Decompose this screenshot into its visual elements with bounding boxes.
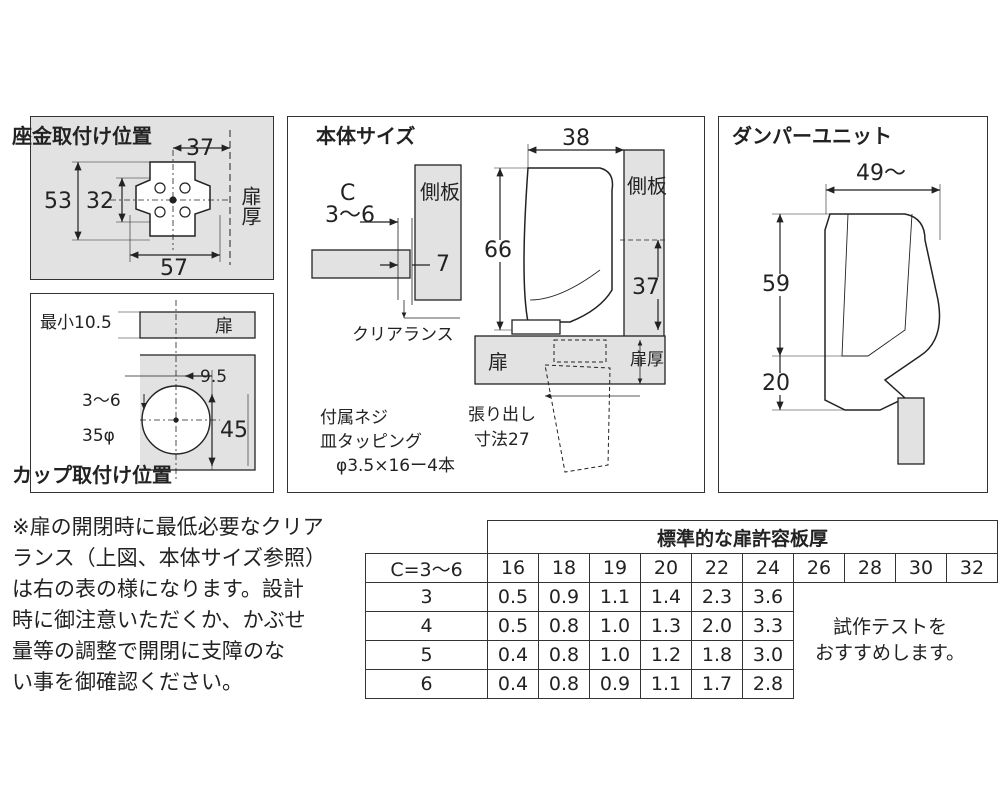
table-row: 3 0.5 0.9 1.1 1.4 2.3 3.6 — [365, 582, 998, 612]
damper-dim-49: 49～ — [856, 161, 906, 186]
row-c: 4 — [365, 611, 488, 641]
table-cell: 1.8 — [691, 640, 743, 670]
col-header: 16 — [487, 553, 539, 583]
body-dim-7: 7 — [436, 252, 450, 277]
body-dim-37: 37 — [632, 275, 660, 300]
body-label-tobiraatsu: 扉厚 — [630, 350, 664, 370]
table-cell: 3.0 — [742, 640, 794, 670]
table-cell: 1.1 — [589, 582, 641, 612]
table-cell: 0.9 — [538, 582, 590, 612]
note-line: は右の表の様になります。設計 — [12, 577, 304, 601]
trial-test-line: おすすめします。 — [814, 642, 966, 664]
col-header: 20 — [640, 553, 692, 583]
table-title-row: 標準的な扉許容板厚 — [366, 520, 998, 554]
cup-dim-9-5: 9.5 — [200, 367, 228, 387]
note-line: 量等の調整で開閉に支障のな — [12, 639, 285, 663]
cup-dim-3-6: 3～6 — [82, 391, 121, 411]
table-cell: 1.7 — [691, 669, 743, 699]
note-line: ランス（上図、本体サイズ参照） — [12, 546, 326, 570]
table-cell: 2.0 — [691, 611, 743, 641]
cup-label-tobira: 扉 — [215, 316, 233, 337]
clearance-note: ※扉の開閉時に最低必要なクリア ランス（上図、本体サイズ参照） は右の表の様にな… — [12, 512, 367, 698]
table-cell: 1.1 — [640, 669, 692, 699]
table-cell: 0.5 — [487, 611, 539, 641]
body-dim-66: 66 — [484, 238, 512, 263]
table-cell: 0.5 — [487, 582, 539, 612]
table-cell: 1.0 — [589, 611, 641, 641]
trial-test-line: 試作テストを — [832, 616, 947, 638]
zakin-dim-37: 37 — [186, 136, 214, 161]
cup-dim-45: 45 — [220, 418, 248, 443]
row-c: 6 — [365, 669, 488, 699]
table-cell: 1.0 — [589, 640, 641, 670]
body-label-tobira: 扉 — [488, 350, 508, 374]
note-line: 時に御注意いただくか、かぶせ — [12, 608, 306, 632]
table-cell: 3.6 — [742, 582, 794, 612]
hinge-body-shape — [523, 167, 614, 323]
table-cell: 1.2 — [640, 640, 692, 670]
door-thickness-table: 標準的な扉許容板厚 C=3～6 16 18 19 20 22 24 26 28 … — [365, 520, 998, 699]
body-protrude-2: 寸法27 — [474, 430, 530, 450]
table-cell: 0.8 — [538, 640, 590, 670]
col-header: 32 — [946, 553, 998, 583]
trial-test-note: 試作テストを おすすめします。 — [800, 614, 980, 666]
table-cell: 2.3 — [691, 582, 743, 612]
table-cell: 0.4 — [487, 669, 539, 699]
col-header: 30 — [895, 553, 947, 583]
cup-title: カップ取付け位置 — [12, 463, 172, 487]
damper-title: ダンパーユニット — [732, 124, 892, 148]
zakin-dim-53: 53 — [44, 189, 72, 214]
body-screw-3: φ3.5×16ー4本 — [336, 456, 455, 476]
body-title: 本体サイズ — [316, 124, 416, 148]
table-cell: 0.8 — [538, 611, 590, 641]
damper-dim-59: 59 — [762, 272, 790, 297]
table-cell: 0.4 — [487, 640, 539, 670]
body-dim-c: C — [340, 181, 356, 206]
body-label-sokuban: 側板 — [420, 180, 460, 204]
col-header: 28 — [844, 553, 896, 583]
row-c: 3 — [365, 582, 488, 612]
body-screw-2: 皿タッピング — [320, 432, 422, 452]
table-cell: 0.8 — [538, 669, 590, 699]
c-header: C=3～6 — [365, 553, 488, 583]
table-row: 6 0.4 0.8 0.9 1.1 1.7 2.8 — [365, 669, 998, 699]
zakin-dim-57: 57 — [160, 256, 188, 281]
zakin-label-tobiraatsu: 扉厚 — [238, 186, 262, 226]
table-cell: 0.9 — [589, 669, 641, 699]
note-line: い事を御確認ください。 — [12, 670, 243, 694]
zakin-title: 座金取付け位置 — [12, 124, 152, 148]
table-cell: 1.4 — [640, 582, 692, 612]
col-header: 26 — [793, 553, 845, 583]
table-title: 標準的な扉許容板厚 — [487, 520, 998, 554]
col-header: 24 — [742, 553, 794, 583]
zakin-dim-32: 32 — [86, 189, 114, 214]
table-cell: 3.3 — [742, 611, 794, 641]
col-header: 18 — [538, 553, 590, 583]
table-header-row: C=3～6 16 18 19 20 22 24 26 28 30 32 — [365, 553, 998, 583]
note-line: ※扉の開閉時に最低必要なクリア — [12, 515, 324, 539]
col-header: 19 — [589, 553, 641, 583]
damper-unit-shape — [824, 213, 941, 411]
table-row: 4 0.5 0.8 1.0 1.3 2.0 3.3 — [365, 611, 998, 641]
cup-dim-min: 最小10.5 — [40, 313, 112, 333]
table-cell: 1.3 — [640, 611, 692, 641]
col-header: 22 — [691, 553, 743, 583]
body-screw-1: 付属ネジ — [320, 408, 388, 428]
body-protrude-1: 張り出し — [468, 405, 536, 425]
damper-dim-20: 20 — [762, 371, 790, 396]
body-dim-38: 38 — [562, 126, 590, 151]
body-clearance: クリアランス — [352, 325, 454, 345]
body-dim-c-range: 3～6 — [325, 203, 375, 228]
table-cell: 2.8 — [742, 669, 794, 699]
cup-dim-35: 35φ — [82, 426, 115, 446]
row-c: 5 — [365, 640, 488, 670]
body-label-sokuban-2: 側板 — [627, 174, 667, 198]
